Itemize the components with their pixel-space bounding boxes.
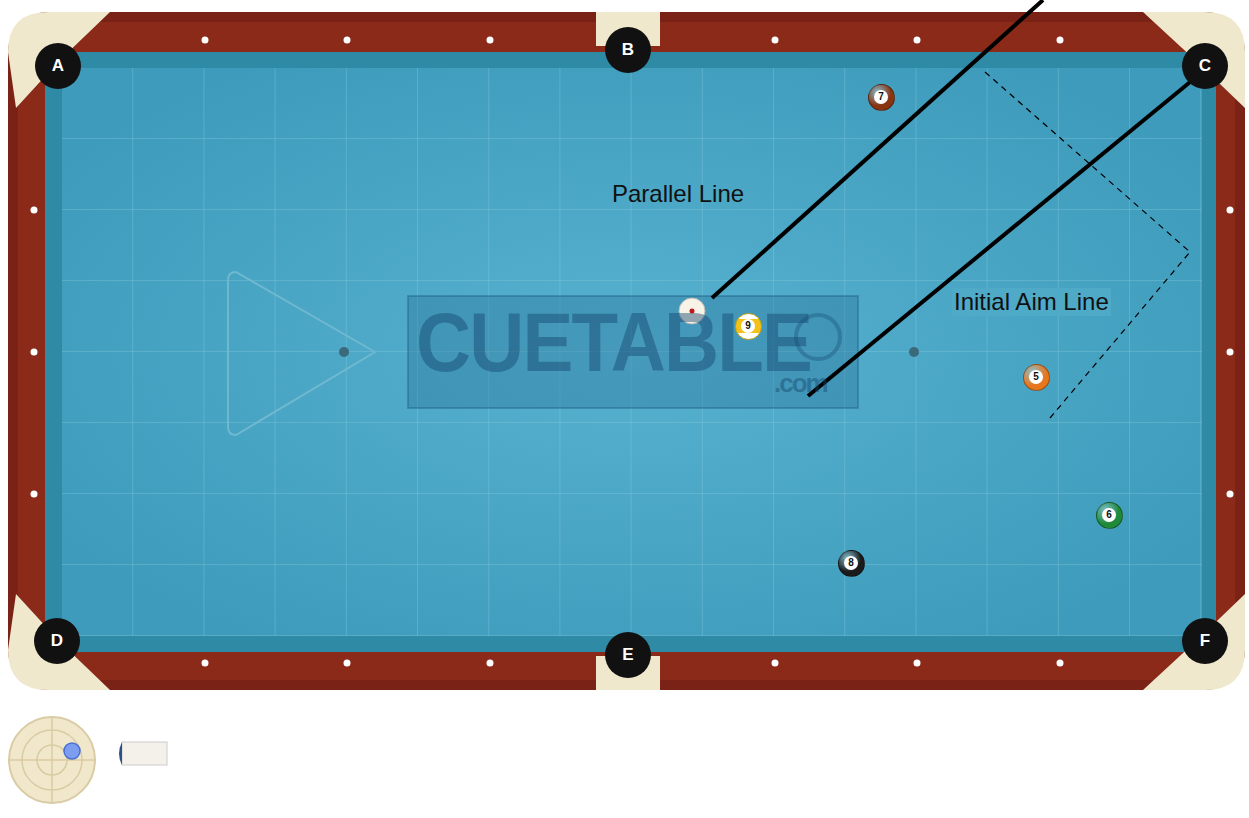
shot-line xyxy=(808,78,1195,396)
cue-tip-indicator xyxy=(119,742,122,765)
cue-tip-indicator xyxy=(64,743,80,759)
watermark-box xyxy=(408,296,858,408)
cloth xyxy=(62,68,1202,636)
rail-diamond xyxy=(202,660,209,667)
pocket-letter: F xyxy=(1200,631,1210,651)
table-rail xyxy=(18,22,1235,680)
rail-diamond xyxy=(914,37,921,44)
pocket: A xyxy=(35,43,81,89)
line-label: Parallel Line xyxy=(612,180,744,208)
rail-diamond xyxy=(772,660,779,667)
rail-diamond xyxy=(344,37,351,44)
pocket-letter: D xyxy=(51,631,63,651)
rail-diamond xyxy=(1227,207,1234,214)
cue-tip-indicator xyxy=(9,717,95,803)
rack-outline xyxy=(228,272,919,435)
pocket: E xyxy=(605,632,651,678)
rail-diamond xyxy=(202,37,209,44)
rail-diamond xyxy=(31,37,1234,667)
cue-tip-indicator xyxy=(9,717,167,803)
cloth xyxy=(62,68,1202,636)
watermark: .com xyxy=(774,370,827,396)
rail-diamond xyxy=(31,349,38,356)
pocket-leather xyxy=(8,12,1245,690)
rail-diamond xyxy=(31,491,38,498)
rail-diamond xyxy=(1227,349,1234,356)
table-rail xyxy=(8,12,1245,690)
pocket: C xyxy=(1182,43,1228,89)
ball: 7 xyxy=(868,84,895,111)
dashed-guide xyxy=(985,72,1190,418)
dashed-guide xyxy=(985,72,1190,418)
rail-diamond xyxy=(1057,37,1064,44)
cue-tip-indicator xyxy=(122,742,167,765)
rack-outline xyxy=(909,347,919,357)
rail-diamond xyxy=(1227,491,1234,498)
rail-diamond xyxy=(344,660,351,667)
rack-outline xyxy=(339,347,349,357)
table-rail xyxy=(8,12,1245,690)
pocket: D xyxy=(34,618,80,664)
rail-diamond xyxy=(1057,660,1064,667)
ball-number: 6 xyxy=(1102,508,1116,522)
pocket-letter: A xyxy=(52,56,64,76)
rail-diamond xyxy=(487,37,494,44)
pocket-letter: B xyxy=(622,40,634,60)
cushion xyxy=(45,52,1216,652)
rail-diamond xyxy=(487,660,494,667)
pocket-letter: C xyxy=(1199,56,1211,76)
line-label: Initial Aim Line xyxy=(952,288,1111,316)
shot-line xyxy=(712,0,1043,298)
ball: 5 xyxy=(1023,364,1050,391)
ball: 8 xyxy=(838,550,865,577)
ball-number: 7 xyxy=(874,90,888,104)
pocket: F xyxy=(1182,618,1228,664)
ball: 6 xyxy=(1096,502,1123,529)
cushion xyxy=(45,52,1216,652)
cue-tip-indicator xyxy=(51,717,53,803)
rail-diamond xyxy=(772,37,779,44)
rail-diamond xyxy=(914,660,921,667)
rail-diamond xyxy=(31,207,38,214)
watermark-box xyxy=(408,296,858,408)
cloth xyxy=(62,68,1202,636)
rack-outline xyxy=(228,272,375,435)
ball-number: 8 xyxy=(844,556,858,570)
ball-number: 5 xyxy=(1029,370,1043,384)
pocket-letter: E xyxy=(622,645,633,665)
pocket: B xyxy=(605,27,651,73)
watermark: CUETABLE xyxy=(416,300,811,384)
